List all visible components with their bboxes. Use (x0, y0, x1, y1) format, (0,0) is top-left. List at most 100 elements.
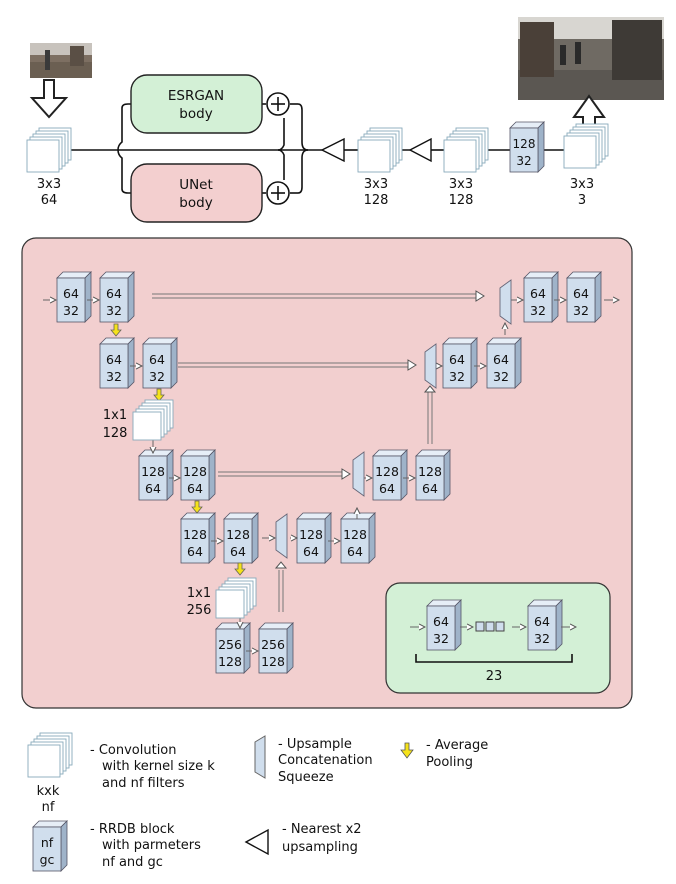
block-gc: 32 (493, 369, 509, 384)
conv-layer (132, 411, 162, 441)
block-gc: 64 (230, 544, 246, 559)
conv-b-filters: 128 (449, 193, 474, 208)
legend-pool-text-2: Pooling (426, 755, 473, 770)
legend-conv-icon (27, 732, 73, 778)
block-gc: 32 (63, 303, 79, 318)
conv1-filters: 128 (103, 426, 128, 441)
block-gc: 32 (534, 631, 550, 646)
average-pooling-arrow (153, 388, 165, 402)
legend-nearest-icon (244, 828, 269, 856)
block-gc: 128 (261, 654, 285, 669)
average-pooling-arrow (110, 323, 122, 337)
average-pooling-arrows (110, 323, 246, 576)
block-gc: 32 (516, 154, 531, 168)
legend-conv-nf: nf (42, 800, 55, 815)
block-nf: 128 (375, 464, 399, 479)
block-gc: 128 (218, 654, 242, 669)
block-nf: 64 (106, 352, 122, 367)
legend-conv-text-1: - Convolution (90, 743, 177, 758)
ellipsis-squares (475, 621, 505, 632)
block-nf: nf (41, 835, 54, 850)
block-count: 23 (486, 669, 503, 684)
block-nf: 128 (343, 527, 367, 542)
block-gc: 32 (573, 303, 589, 318)
unet-flow-arrows (43, 300, 618, 651)
block-gc: 32 (433, 631, 449, 646)
block-gc: 64 (347, 544, 363, 559)
conv-out-filters: 3 (578, 193, 586, 208)
esrgan-label-1: ESRGAN (168, 88, 224, 104)
conv-stack-in (26, 127, 72, 173)
legend-pool-text-1: - Average (426, 738, 488, 753)
legend-upsample-text-1: - Upsample (278, 737, 352, 752)
input-arrow (29, 79, 69, 119)
block-nf: 128 (418, 464, 442, 479)
conv-a-filters: 128 (364, 193, 389, 208)
unet-label-1: UNet (179, 177, 213, 193)
legend-conv-text-3: and nf filters (102, 776, 185, 791)
block-nf: 64 (573, 286, 589, 301)
legend-upsample-text-2: Concatenation (278, 753, 373, 768)
conv-layer (26, 139, 60, 173)
conv-a-kernel: 3x3 (364, 177, 388, 192)
conv-layer (27, 744, 61, 778)
block-gc: 64 (187, 544, 203, 559)
add-circle-bottom (266, 181, 290, 205)
legend-upsample-icon (254, 735, 266, 779)
legend-conv-k: kxk (37, 784, 60, 799)
block-gc: 32 (149, 369, 165, 384)
block-nf: 128 (183, 464, 207, 479)
conv-out-kernel: 3x3 (570, 177, 594, 192)
block-gc: 32 (106, 303, 122, 318)
block-gc: 32 (106, 369, 122, 384)
legend-pool-icon (400, 742, 414, 759)
block-nf: 64 (149, 352, 165, 367)
upsample-concat-squeeze (499, 279, 512, 325)
esrgan-label-2: body (179, 106, 212, 122)
conv-stack-128-b (443, 127, 489, 173)
esrgan-body-box (130, 74, 263, 134)
conv-b-kernel: 3x3 (449, 177, 473, 192)
block-nf: 256 (218, 637, 242, 652)
input-photo (30, 43, 92, 78)
average-pooling-arrow (234, 562, 246, 576)
output-photo (518, 17, 664, 100)
unet-body-box (130, 163, 263, 223)
count-bracket (415, 654, 573, 663)
block-gc: 64 (187, 481, 203, 496)
conv-stack-128-a (357, 127, 403, 173)
average-pooling-arrow (191, 500, 203, 514)
conv-stack-1x1-256 (215, 577, 257, 619)
add-circle-top (266, 92, 290, 116)
conv-in-filters: 64 (41, 193, 58, 208)
conv-layer (215, 589, 245, 619)
conv2-filters: 256 (187, 603, 212, 618)
unet-rrdb-blocks: 6432643264326432128641286412864128642561… (56, 271, 602, 674)
upsample-concat-squeeze (424, 343, 437, 389)
block-nf: 64 (433, 614, 449, 629)
conv-stack-out (563, 123, 609, 169)
block-gc: 64 (303, 544, 319, 559)
legend-rrdb-text-3: nf and gc (102, 855, 163, 870)
block-gc: 64 (145, 481, 161, 496)
block-nf: 64 (63, 286, 79, 301)
legend-rrdb-text-2: with parmeters (102, 838, 201, 853)
